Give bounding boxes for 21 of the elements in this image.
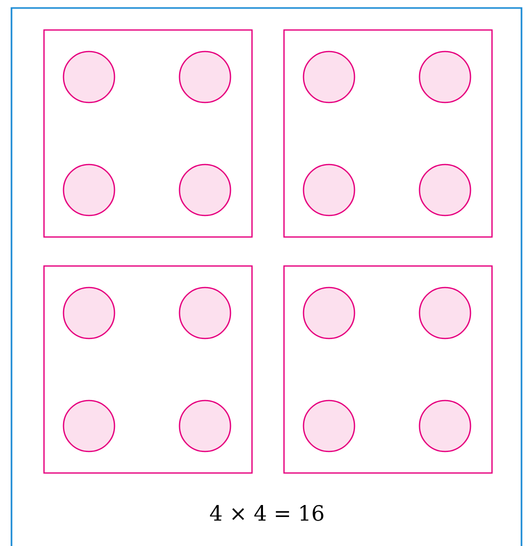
- circle: [178, 400, 232, 452]
- circle: [418, 50, 472, 104]
- square-box: [283, 265, 493, 474]
- square-box: [43, 29, 253, 238]
- circle: [178, 286, 232, 340]
- circle: [62, 400, 116, 452]
- square-box: [43, 265, 253, 474]
- circle: [62, 50, 116, 104]
- circle: [178, 164, 232, 216]
- circle: [302, 400, 356, 452]
- circle: [62, 164, 116, 216]
- circle: [418, 400, 472, 452]
- circle: [418, 164, 472, 216]
- circle: [178, 50, 232, 104]
- circle: [418, 286, 472, 340]
- circle: [302, 164, 356, 216]
- equation-label: 4 × 4 = 16: [210, 505, 324, 521]
- circle: [62, 286, 116, 340]
- square-box: [283, 29, 493, 238]
- circle: [302, 50, 356, 104]
- circle: [302, 286, 356, 340]
